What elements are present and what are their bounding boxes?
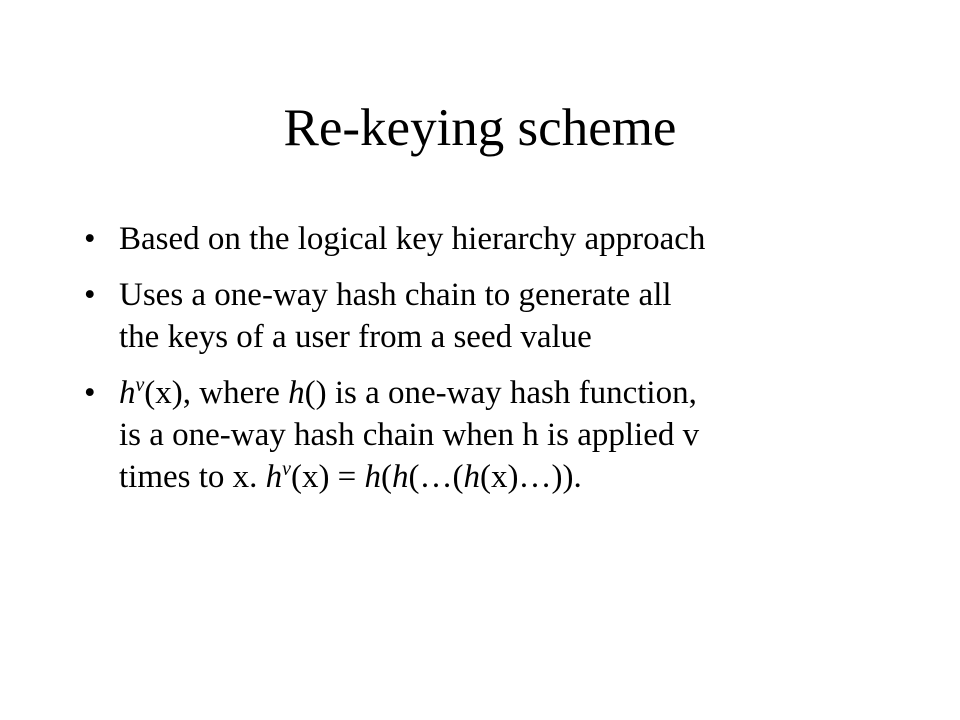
- math-h: h: [119, 375, 136, 411]
- bullet-text-run: () is a one-way hash function,: [304, 375, 697, 411]
- bullet-item: • Uses a one-way hash chain to generate …: [0, 274, 960, 358]
- bullet-dot: •: [84, 221, 96, 257]
- math-h: h: [392, 459, 409, 495]
- bullet-text-line1: Uses a one-way hash chain to generate al…: [119, 277, 672, 313]
- math-h: h: [463, 459, 481, 495]
- bullet-text-run: (x), where: [144, 375, 289, 411]
- math-superscript-v: v: [282, 458, 291, 481]
- slide-title: Re-keying scheme: [283, 99, 677, 157]
- bullet-item: • hv(x), where h() is a one-way hash fun…: [0, 372, 960, 498]
- math-h: h: [265, 459, 283, 495]
- bullet-text-run: (…(: [408, 459, 464, 495]
- math-h: h: [364, 459, 382, 495]
- bullet-text: Based on the logical key hierarchy appro…: [119, 221, 706, 257]
- bullet-text-line2: is a one-way hash chain when h is applie…: [119, 417, 700, 453]
- bullet-text-run: times to x.: [119, 459, 266, 495]
- bullet-dot: •: [84, 277, 96, 313]
- bullet-text-line2: the keys of a user from a seed value: [119, 319, 592, 355]
- bullet-dot: •: [84, 375, 96, 411]
- math-superscript-v: v: [135, 374, 145, 397]
- bullet-text-run: (x)…)).: [480, 459, 582, 495]
- bullet-text-run: (: [381, 459, 393, 495]
- bullet-list: • Based on the logical key hierarchy app…: [0, 218, 960, 512]
- bullet-item: • Based on the logical key hierarchy app…: [0, 218, 960, 260]
- math-h: h: [288, 375, 305, 411]
- bullet-text-run: (x) =: [290, 459, 365, 495]
